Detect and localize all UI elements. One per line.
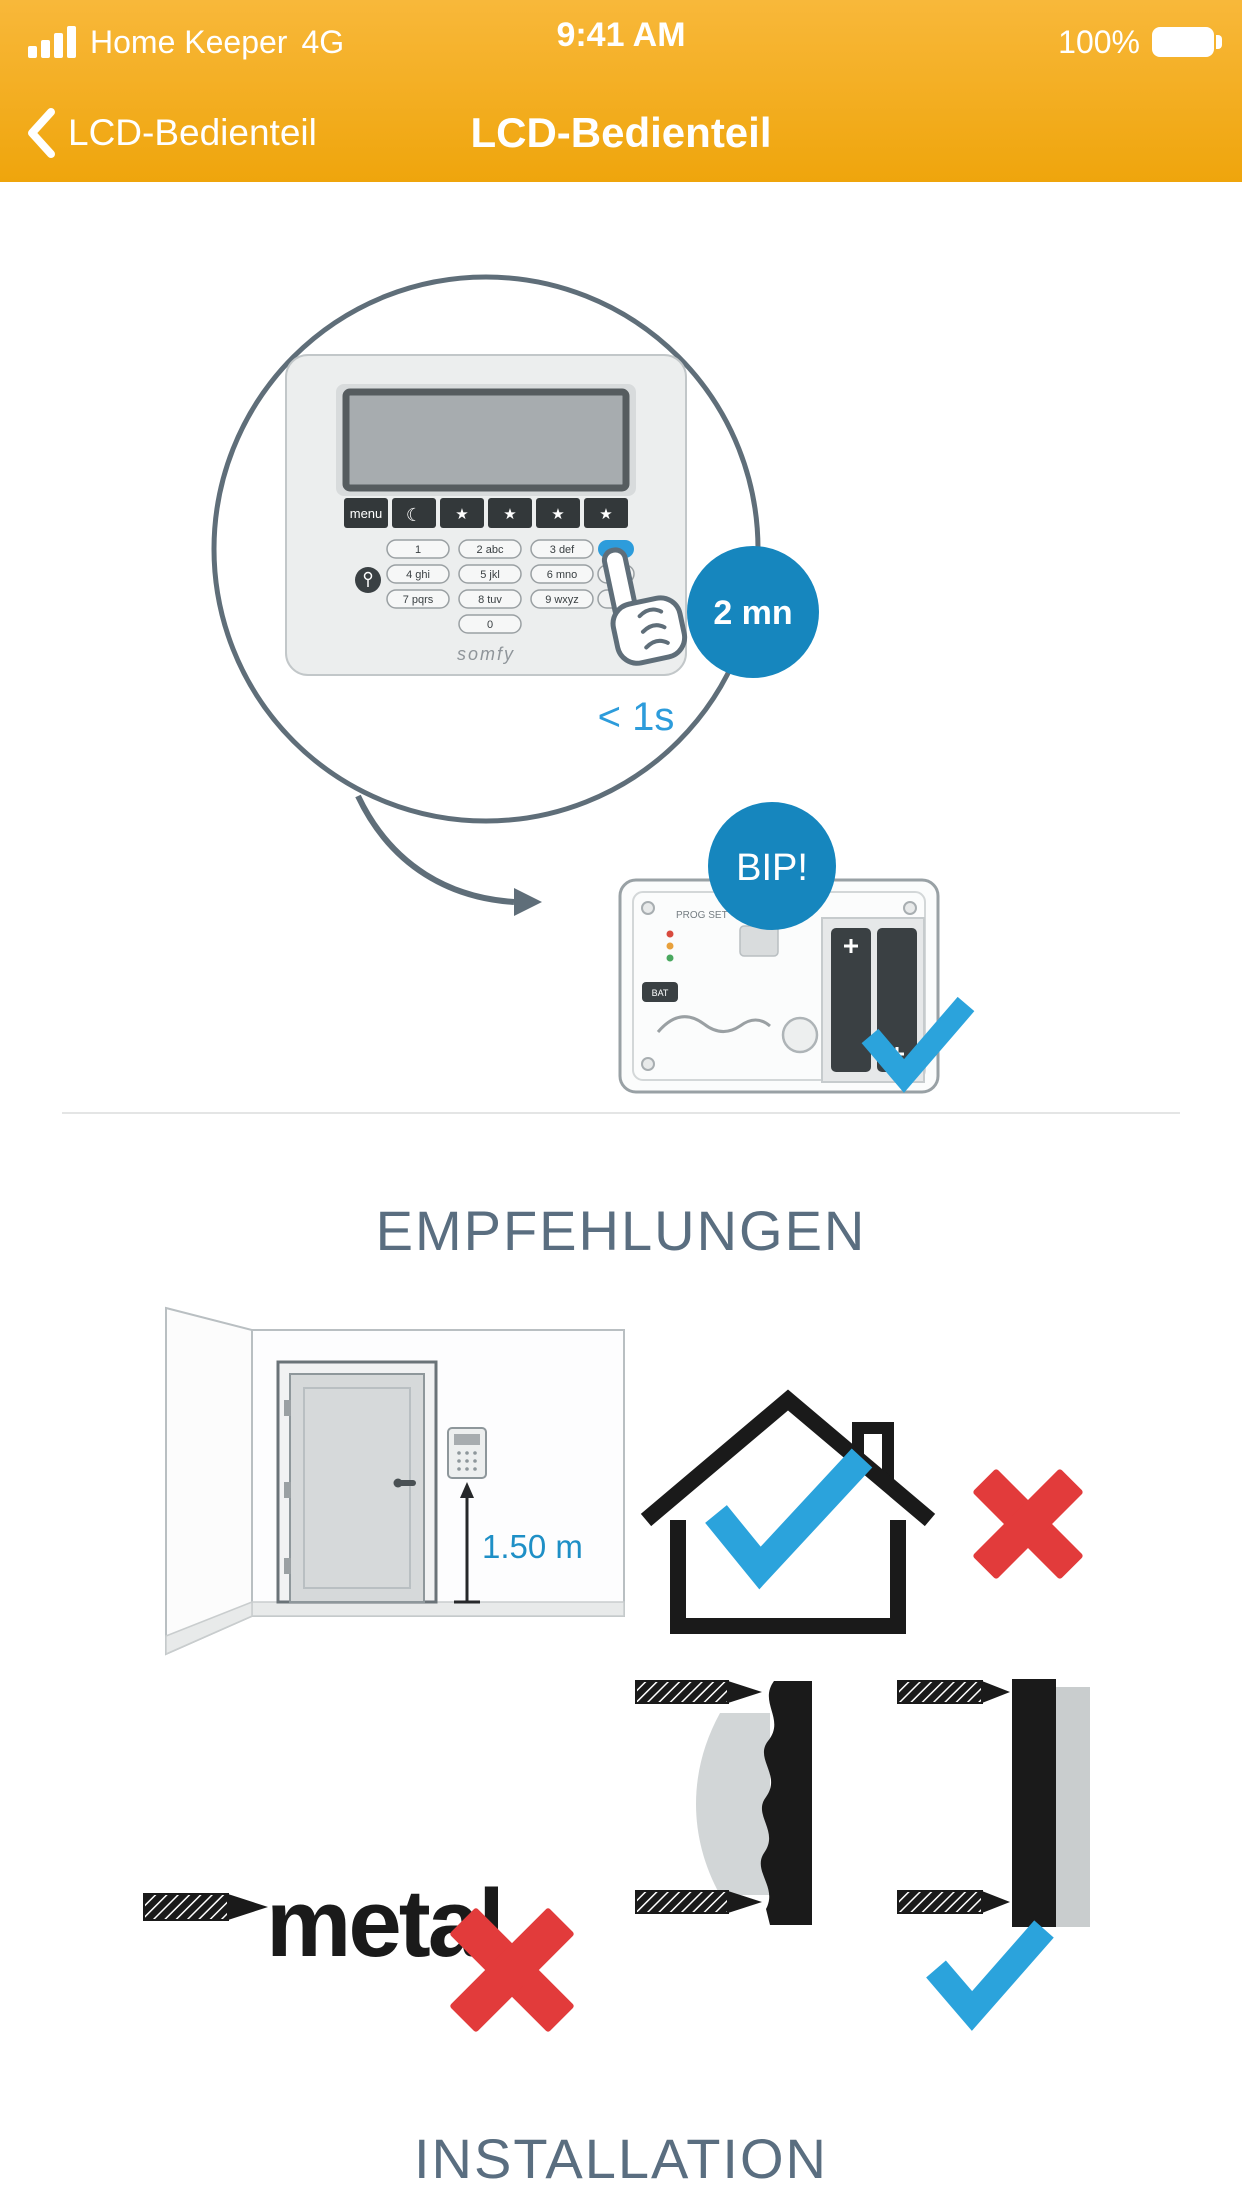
key-1: 1 — [415, 544, 421, 556]
key-3: 3 def — [550, 544, 575, 556]
check-icon — [926, 1920, 1054, 2031]
keypad-device-front: menu ☾ ★ ★ ★ ★ 1 2 abc 3 — [285, 354, 687, 676]
pointing-hand-icon — [601, 547, 688, 666]
lcd-display — [342, 388, 630, 492]
key-0: 0 — [487, 619, 493, 631]
cross-icon — [973, 1469, 1083, 1579]
divider — [62, 1112, 1180, 1114]
module-block — [739, 925, 779, 957]
key-7: 7 pqrs — [403, 594, 434, 606]
wall-keypad — [447, 1427, 487, 1479]
height-arrow — [454, 1482, 480, 1604]
screw-icon — [897, 1890, 1010, 1914]
hinge-icon — [284, 1558, 291, 1574]
duration-badge-label: 2 mn — [713, 594, 792, 632]
screw-icon — [897, 1680, 1010, 1704]
led-green-icon — [666, 954, 674, 962]
section-title-installation: INSTALLATION — [413, 2127, 828, 2190]
function-keys: menu ☾ ★ ★ ★ ★ — [344, 498, 628, 528]
screw-icon — [641, 1057, 655, 1071]
indoor-use-illustration — [640, 1389, 1083, 1634]
menu-key-label: menu — [350, 506, 383, 521]
navigation-bar: LCD-Bedienteil LCD-Bedienteil — [0, 74, 1242, 192]
section-title-recommendations: EMPFEHLUNGEN — [375, 1199, 867, 1262]
chevron-left-icon — [28, 108, 55, 158]
status-right: 100% — [1058, 23, 1222, 61]
press-instruction-illustration: menu ☾ ★ ★ ★ ★ 1 2 abc 3 — [211, 274, 975, 1094]
led-orange-icon — [666, 942, 674, 950]
press-duration-label: < 1s — [598, 695, 675, 739]
screw-icon — [635, 1680, 762, 1704]
screw-icon — [903, 901, 917, 915]
screw-icon — [635, 1890, 762, 1914]
star-key-icon: ★ — [503, 506, 516, 523]
back-button-label: LCD-Bedienteil — [68, 112, 317, 153]
network-type-label: 4G — [301, 23, 345, 60]
arrow-head-icon — [514, 888, 542, 916]
bat-label: BAT — [652, 988, 669, 998]
duration-badge: 2 mn — [687, 546, 819, 678]
hinge-icon — [284, 1482, 291, 1498]
house-icon — [640, 1389, 936, 1634]
back-button[interactable]: LCD-Bedienteil — [26, 107, 317, 159]
antenna-wire — [656, 1015, 771, 1033]
battery-percent-label: 100% — [1058, 23, 1140, 60]
beep-badge: BIP! — [708, 802, 836, 930]
door — [276, 1360, 438, 1604]
key-lock-icon — [355, 567, 381, 593]
mount-height-label: 1.50 m — [482, 1528, 583, 1565]
key-8: 8 tuv — [478, 594, 502, 606]
prog-label: PROG SET — [676, 910, 728, 921]
star-key-icon: ★ — [551, 506, 564, 523]
status-left: Home Keeper 4G — [28, 24, 344, 61]
header: Home Keeper 4G 9:41 AM 100% LCD-Bediente… — [0, 0, 1242, 182]
star-key-icon: ★ — [455, 506, 468, 523]
key-9: 9 wxyz — [545, 594, 579, 606]
mount-height-illustration: 1.50 m — [165, 1306, 625, 1656]
carrier-label: Home Keeper — [90, 23, 288, 60]
screw-icon — [143, 1893, 268, 1921]
brand-logo: somfy — [457, 644, 515, 664]
cross-icon — [450, 1908, 574, 2032]
cellular-signal-icon — [28, 26, 76, 58]
wall-surface-illustration — [635, 1679, 1090, 2031]
night-mode-icon: ☾ — [406, 505, 422, 525]
battery-icon — [1152, 27, 1222, 57]
buzzer-icon — [781, 1016, 819, 1054]
bat-connector — [642, 982, 678, 1002]
key-4: 4 ghi — [406, 569, 430, 581]
led-red-icon — [666, 930, 674, 938]
check-icon — [861, 996, 975, 1093]
screw-icon — [641, 901, 655, 915]
status-bar: Home Keeper 4G 9:41 AM 100% — [0, 0, 1242, 74]
star-key-icon: ★ — [599, 506, 612, 523]
key-6: 6 mno — [547, 569, 578, 581]
no-metal-illustration: metal — [143, 1870, 574, 2032]
uneven-wall-icon — [635, 1680, 812, 1925]
flat-wall-icon — [897, 1679, 1090, 1927]
key-5: 5 jkl — [480, 569, 500, 581]
left-wall — [165, 1306, 253, 1656]
key-2: 2 abc — [477, 544, 504, 556]
check-icon — [705, 1448, 873, 1590]
arrow-curve — [355, 794, 515, 905]
hinge-icon — [284, 1400, 291, 1416]
beep-badge-label: BIP! — [736, 847, 808, 889]
